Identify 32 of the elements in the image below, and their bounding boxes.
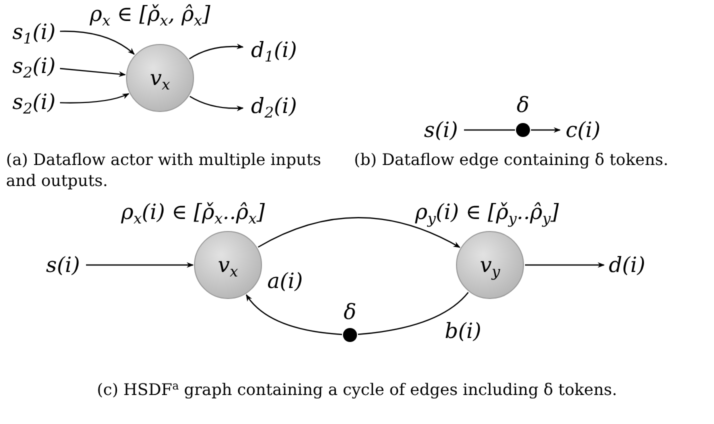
variable-label: s$_{2}$(i)	[8, 88, 60, 116]
subfigure-caption: (b) Dataflow edge containing δ tokens.	[354, 150, 670, 171]
variable-label: c(i)	[560, 116, 606, 144]
variable-label: d$_{1}$(i)	[243, 36, 305, 64]
rate-label: ρ$_{x}$(i) ∈ [ρ̌$_{x}$..ρ̂$_{x}$]	[120, 199, 266, 227]
arrow	[531, 127, 561, 133]
connector-line	[464, 129, 515, 131]
arrow	[86, 262, 194, 268]
token-label: δ	[516, 92, 530, 118]
connector-line	[358, 292, 469, 335]
arrow	[188, 44, 244, 60]
token-label: δ	[342, 299, 358, 326]
token-dot	[343, 328, 357, 342]
variable-label: d(i)	[604, 251, 650, 279]
arrow	[525, 262, 605, 268]
variable-label: s$_{2}$(i)	[8, 52, 60, 80]
variable-label: s$_{1}$(i)	[8, 18, 60, 46]
actor-label: v$_{x}$	[150, 66, 170, 90]
arrow	[190, 96, 244, 112]
variable-label: s(i)	[40, 251, 86, 279]
variable-label: s(i)	[418, 116, 464, 144]
actor-label: v$_{x}$	[218, 253, 238, 277]
variable-label: d$_{2}$(i)	[243, 92, 305, 120]
arrow	[246, 294, 342, 336]
arrow	[60, 30, 135, 55]
subfigure-caption: (a) Dataflow actor with multiple inputs and outputs.	[6, 150, 322, 192]
rate-label: ρ$_{y}$(i) ∈ [ρ̌$_{y}$..ρ̂$_{y}$]	[414, 199, 560, 227]
arrow	[60, 68, 126, 77]
token-dot	[516, 123, 530, 137]
arrow	[60, 93, 130, 104]
arrow	[258, 217, 460, 248]
subfigure-caption: (c) HSDF$^{a}$ graph containing a cycle of edges including δ tokens.	[96, 380, 618, 401]
